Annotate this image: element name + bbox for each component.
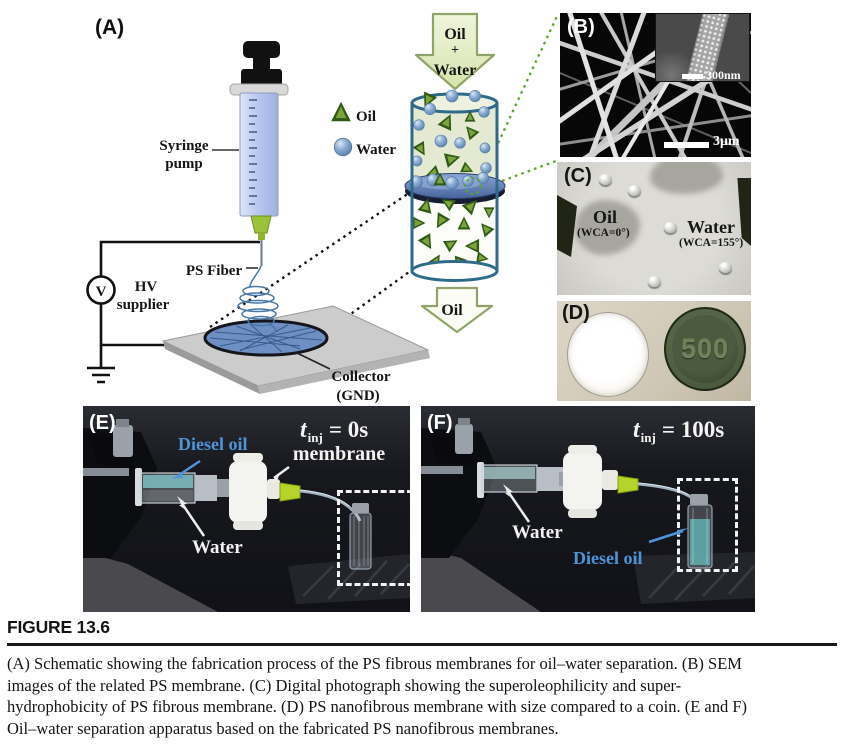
membrane-arrow-e (268, 465, 290, 483)
panel-b-sem: 300nm 3μm (B) (560, 13, 751, 157)
legend-oil-icon (331, 101, 351, 122)
hv-supplier-label-1: HV (135, 279, 158, 295)
diesel-oil-layer-e (143, 475, 193, 488)
clamp-left (557, 195, 577, 257)
panel-d-label: (D) (562, 302, 590, 324)
water-layer-e (143, 490, 193, 501)
water-label-e: Water (192, 537, 243, 558)
shelf-e (288, 554, 410, 604)
water-droplet (664, 222, 677, 233)
apparatus-graphic-e (83, 419, 410, 612)
collected-diesel-oil (690, 519, 710, 565)
membrane-connector-dotted-lines (209, 190, 417, 330)
panel-e-apparatus-t0: (E) Diesel oil membrane tinj= 0s Water (83, 406, 410, 612)
oil-wca-label: (WCA=0°) (577, 227, 630, 239)
legend: Oil Water (331, 101, 396, 158)
injection-time-e: tinj= 0s (300, 417, 369, 445)
voltmeter-symbol: V (86, 275, 116, 305)
inlet-arrow: Oil + Water (414, 12, 496, 91)
syringe-graduations (249, 99, 257, 205)
collector-plate (161, 305, 430, 394)
legend-water-icon (333, 137, 353, 157)
collector-label-1: Collector (331, 369, 390, 385)
nanofibrous-membrane-disc (567, 312, 649, 397)
coin: 500 (664, 307, 746, 391)
figure-caption: FIGURE 13.6 (A) Schematic showing the fa… (7, 617, 837, 739)
collection-vial-e (349, 512, 372, 570)
membrane-holder-f (563, 452, 602, 510)
inset-scale-bar (682, 74, 703, 79)
caption-heading: FIGURE 13.6 (7, 617, 110, 637)
sem-scale-label: 3μm (713, 134, 740, 149)
injection-time-f: tinj= 100s (633, 417, 725, 445)
figure-13-6: (A) V HV supplier (83, 12, 755, 612)
water-arrow-e (177, 496, 206, 537)
collector-label-2: (GND) (336, 388, 379, 404)
inlet-arrow-text-water: Water (434, 62, 477, 79)
panel-b-inset: 300nm (655, 13, 750, 82)
hv-circuit-wires (87, 240, 260, 384)
panel-e-label: (E) (89, 412, 116, 434)
panel-c-label: (C) (564, 165, 592, 187)
vial-highlight-box-e (337, 490, 410, 586)
legend-water-label: Water (356, 142, 396, 158)
syringe-pump-label-1: Syringe (159, 138, 209, 154)
water-droplet (648, 276, 661, 287)
ps-fiber-label: PS Fiber (186, 263, 243, 279)
water-wca-label: (WCA=155°) (679, 237, 744, 249)
outlet-arrow-text: Oil (441, 302, 463, 319)
coin-value: 500 (680, 333, 730, 364)
outlet-arrow: Oil (420, 286, 494, 334)
caption-rule (7, 643, 837, 646)
syringe-nozzle (250, 215, 272, 234)
panel-a-schematic: (A) V HV supplier (86, 12, 560, 404)
panel-d-size-comparison: 500 (D) (557, 301, 751, 401)
oil-label: Oil (593, 207, 618, 227)
diesel-oil-label-f: Diesel oil (573, 548, 643, 568)
water-label: Water (687, 217, 735, 237)
water-droplet (599, 174, 612, 185)
inset-scale-label: 300nm (706, 68, 741, 82)
caption-line-1: (A) Schematic showing the fabrication pr… (7, 654, 742, 673)
panel-a-label: (A) (95, 16, 124, 39)
legend-oil-label: Oil (356, 109, 376, 125)
oil-stain (575, 200, 640, 255)
panel-f-label: (F) (427, 412, 453, 434)
water-layer-f (484, 467, 535, 479)
apparatus-graphic-f (421, 418, 755, 612)
needle-hub-f (617, 475, 639, 494)
water-label-f: Water (512, 522, 563, 543)
sem-scale-bar (664, 142, 709, 148)
panel-f-apparatus-t100: (F) tinj= 100s Water Diesel oil (421, 406, 755, 612)
membrane-label-e: membrane (292, 443, 386, 465)
panel-c-wettability: Oil (WCA=0°) Water (WCA=155°) (C) (557, 162, 751, 295)
membrane-holder-e (229, 461, 267, 523)
inlet-arrow-text-plus: + (451, 43, 459, 58)
hv-supplier-label-2: supplier (117, 297, 170, 313)
caption-line-4: Oil–water separation apparatus based on … (7, 718, 559, 738)
diesel-arrow-f (648, 528, 689, 544)
syringe-graphic (229, 41, 289, 266)
tube-e (299, 489, 362, 522)
clamp-right (737, 178, 751, 246)
vial-highlight-box-f (677, 478, 738, 572)
diesel-arrow-e (172, 459, 201, 479)
separation-column (404, 89, 506, 282)
diesel-oil-label-e: Diesel oil (178, 434, 248, 454)
needle-hub-e (279, 482, 301, 502)
oil-stain-top (650, 162, 723, 194)
water-droplet (719, 262, 732, 273)
voltmeter-letter: V (96, 284, 107, 300)
water-droplet (628, 185, 641, 196)
sem-callout-circle (464, 177, 482, 195)
caption-line-3: hydrophobicity of PS fibrous membrane. (… (7, 697, 748, 716)
inlet-arrow-text-oil: Oil (444, 26, 466, 43)
caption-line-2: images of the related PS membrane. (C) D… (7, 675, 682, 695)
panel-b-label: (B) (567, 16, 595, 38)
syringe-pump-label-2: pump (165, 156, 203, 172)
shelf-f (633, 552, 755, 604)
ps-fiber-coil (237, 265, 279, 336)
water-arrow-f (503, 484, 531, 523)
